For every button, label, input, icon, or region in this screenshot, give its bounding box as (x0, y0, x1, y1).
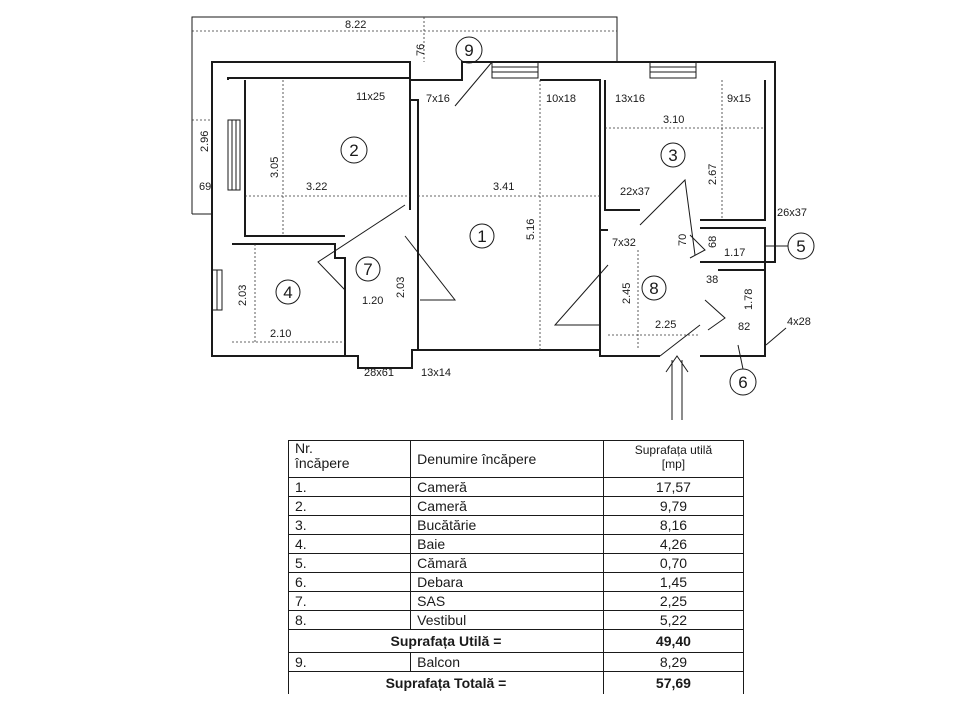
window-left-room2 (227, 119, 241, 191)
header-room-name: Denumire încăpere (410, 440, 604, 478)
door-swing-vestibule (553, 264, 609, 326)
table-header-row: Nr. încăpere Denumire încăpere Suprafața… (287, 440, 745, 478)
dim-closet-height: 1.78 (743, 289, 755, 310)
floor-plan: 1 2 3 4 5 6 7 8 9 8.22 76 2.96 69 11x25 … (191, 16, 815, 420)
window-top-right (649, 61, 697, 79)
wall-pantry (700, 227, 766, 263)
dim-13x14: 13x14 (421, 367, 451, 379)
room-6-number: 6 (738, 373, 747, 392)
table-row: 3. Bucătărie 8,16 (287, 515, 745, 535)
dim-room4-height: 2.03 (237, 285, 249, 306)
dim-9x15: 9x15 (727, 93, 751, 105)
dim-13x16: 13x16 (615, 93, 645, 105)
window-left-room4 (211, 269, 223, 311)
table-row: 2. Cameră 9,79 (287, 496, 745, 516)
room-2-marker: 2 (340, 136, 368, 164)
door-swing-room1 (404, 235, 457, 301)
table-row: 6. Debara 1,45 (287, 572, 745, 592)
room-9-marker: 9 (455, 36, 483, 64)
room-8-number: 8 (649, 279, 658, 298)
outer-wall-bottom (211, 258, 660, 369)
table-row: 5. Cămară 0,70 (287, 553, 745, 573)
subtotal-value: 49,40 (602, 629, 745, 653)
total-label: Suprafața Totală = (288, 671, 604, 694)
wall-room1-right (540, 79, 601, 350)
wall-room3-bottom (700, 80, 766, 221)
header-usable-area: Suprafața utilă [mp] (602, 440, 745, 478)
room-4-number: 4 (283, 283, 292, 302)
leader-4x28 (765, 327, 787, 346)
wall-room3 (604, 80, 640, 211)
dim-room2-height: 3.05 (269, 157, 281, 178)
dim-room8-width: 2.25 (655, 319, 676, 331)
dim-room4-width: 2.10 (270, 328, 291, 340)
dim-room1-width: 3.41 (493, 181, 514, 193)
door-swing-sas (317, 204, 406, 291)
subtotal-label: Suprafața Utilă = (288, 629, 604, 653)
room-7-number: 7 (363, 260, 372, 279)
dim-82: 82 (738, 321, 750, 333)
room-5-marker: 5 (787, 232, 815, 260)
total-value: 57,69 (602, 671, 745, 694)
header-room-number: Nr. încăpere (287, 440, 412, 478)
total-row: Suprafața Totală = 57,69 (288, 671, 745, 694)
dim-balcony-length: 8.22 (345, 19, 366, 31)
room-9-number: 9 (464, 41, 473, 60)
dim-sas-width: 1.20 (362, 295, 383, 307)
wall-room2-bottom (244, 80, 345, 237)
room-1-number: 1 (477, 227, 486, 246)
outer-wall-top (211, 61, 776, 240)
dim-11x25: 11x25 (356, 91, 385, 103)
dim-7x16: 7x16 (426, 93, 450, 105)
room-8-marker: 8 (641, 275, 667, 301)
door-swing-closet (704, 299, 726, 331)
dim-28x61: 28x61 (364, 367, 394, 379)
room-5-number: 5 (796, 237, 805, 256)
dim-room3-height: 2.67 (707, 164, 719, 185)
room-3-number: 3 (668, 146, 677, 165)
wall-room2 (227, 77, 419, 350)
dim-7x32: 7x32 (612, 237, 636, 249)
dim-balcony-69: 69 (199, 181, 211, 193)
balcony-outline (191, 16, 618, 214)
dim-4x28: 4x28 (787, 316, 811, 328)
dim-sas-height: 2.03 (395, 277, 407, 298)
dim-68: 68 (707, 236, 719, 248)
dim-room1-height: 5.16 (525, 219, 537, 240)
table-row: 7. SAS 2,25 (287, 591, 745, 611)
room-6-marker: 6 (729, 368, 757, 396)
dim-balcony-side: 2.96 (199, 131, 211, 152)
dim-pantry-width: 1.17 (724, 247, 745, 259)
room-3-marker: 3 (660, 142, 686, 168)
dim-22x37: 22x37 (620, 186, 650, 198)
door-swing-entry (659, 324, 701, 357)
door-swing-kitchen (639, 178, 696, 256)
dim-10x18: 10x18 (546, 93, 576, 105)
room-1-marker: 1 (469, 223, 495, 249)
wall-room4 (232, 243, 346, 356)
window-top-left (491, 61, 539, 79)
room-2-number: 2 (349, 141, 358, 160)
room-area-table: Nr. încăpere Denumire încăpere Suprafața… (287, 440, 745, 694)
room-7-marker: 7 (355, 256, 381, 282)
dim-room3-width: 3.10 (663, 114, 684, 126)
entry-arrow (665, 355, 689, 420)
dim-38: 38 (706, 274, 718, 286)
dim-26x37: 26x37 (777, 207, 807, 219)
room-4-marker: 4 (275, 279, 301, 305)
dim-room8-height: 2.45 (621, 283, 633, 304)
dim-70: 70 (677, 234, 689, 246)
door-swing-pantry (689, 234, 706, 259)
subtotal-row: Suprafața Utilă = 49,40 (288, 629, 745, 653)
table-row: 8. Vestibul 5,22 (287, 610, 745, 630)
door-swing-balcony (454, 61, 493, 107)
table-row: 4. Baie 4,26 (287, 534, 745, 554)
table-row: 1. Cameră 17,57 (287, 477, 745, 497)
balcony-row: 9. Balcon 8,29 (287, 652, 745, 672)
room-6-leader (737, 344, 744, 370)
dim-balcony-depth: 76 (415, 44, 427, 56)
dim-room2-width: 3.22 (306, 181, 327, 193)
